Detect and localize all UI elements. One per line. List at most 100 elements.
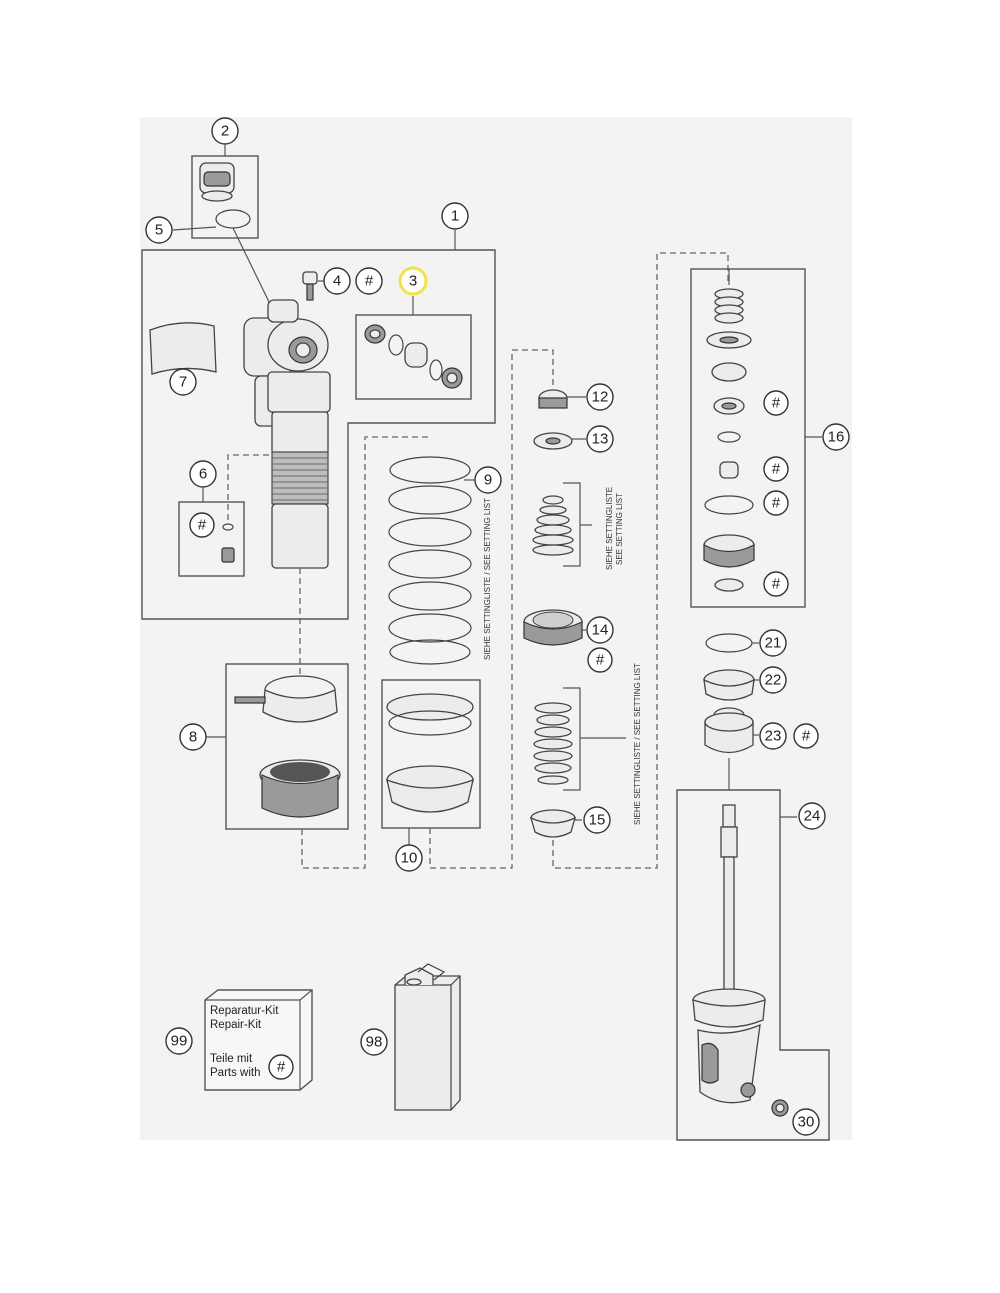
svg-text:#: # bbox=[365, 273, 374, 290]
callout-14[interactable]: 14 bbox=[586, 616, 614, 644]
callout-9[interactable]: 9 bbox=[474, 466, 502, 494]
part-22-bushing bbox=[703, 669, 755, 701]
callout-5[interactable]: 5 bbox=[145, 216, 173, 244]
svg-text:#: # bbox=[198, 517, 207, 534]
repair-kit-box: Reparatur-Kit Repair-Kit Teile mit Parts… bbox=[204, 989, 313, 1091]
callout-13[interactable]: 13 bbox=[586, 425, 614, 453]
svg-text:#: # bbox=[772, 576, 781, 593]
setting-list-label-15: SIEHE SETTINGLISTE / SEE SETTING LIST bbox=[633, 663, 642, 825]
svg-text:15: 15 bbox=[589, 812, 606, 829]
callout-30[interactable]: 30 bbox=[792, 1108, 820, 1136]
callout-2[interactable]: 2 bbox=[211, 117, 239, 145]
callout-23-hash[interactable]: # bbox=[793, 723, 819, 749]
part-14-piston bbox=[523, 609, 583, 646]
dash-10-to-12 bbox=[429, 349, 554, 869]
svg-text:12: 12 bbox=[592, 389, 609, 406]
part-98-oil-can bbox=[394, 963, 461, 1111]
leader-5 bbox=[172, 226, 217, 231]
diagram-background bbox=[140, 117, 852, 1140]
callout-16-hash-b[interactable]: # bbox=[763, 456, 789, 482]
svg-text:#: # bbox=[772, 461, 781, 478]
callout-repair-kit-hash[interactable]: # bbox=[268, 1054, 294, 1080]
svg-text:21: 21 bbox=[765, 635, 782, 652]
callout-16-hash-c[interactable]: # bbox=[763, 490, 789, 516]
assembly-box-6 bbox=[178, 501, 245, 577]
callout-99[interactable]: 99 bbox=[165, 1027, 193, 1055]
callout-8[interactable]: 8 bbox=[179, 723, 207, 751]
callout-4[interactable]: 4 bbox=[323, 267, 351, 295]
callout-4-hash[interactable]: # bbox=[355, 267, 383, 295]
part-4-screw bbox=[302, 271, 318, 301]
svg-text:30: 30 bbox=[798, 1114, 815, 1131]
svg-text:2: 2 bbox=[221, 123, 229, 140]
callout-22[interactable]: 22 bbox=[759, 666, 787, 694]
callout-12[interactable]: 12 bbox=[586, 383, 614, 411]
part-3-seal-kit bbox=[364, 324, 463, 389]
setting-list-label-en: SEE SETTING LIST bbox=[615, 493, 624, 565]
svg-text:13: 13 bbox=[592, 431, 609, 448]
svg-text:22: 22 bbox=[765, 672, 782, 689]
dash-15-to-16 bbox=[552, 252, 729, 869]
callout-10[interactable]: 10 bbox=[395, 844, 423, 872]
part-7-cover bbox=[149, 322, 217, 375]
part-13-hole bbox=[545, 437, 561, 445]
callout-15[interactable]: 15 bbox=[583, 806, 611, 834]
part-30-bolt bbox=[771, 1099, 789, 1117]
callout-6[interactable]: 6 bbox=[189, 460, 217, 488]
callout-1[interactable]: 1 bbox=[441, 202, 469, 230]
svg-text:8: 8 bbox=[189, 729, 197, 746]
repair-kit-label-en: Repair-Kit bbox=[210, 1019, 262, 1031]
part-23-seal-head bbox=[704, 707, 754, 754]
svg-text:1: 1 bbox=[451, 208, 459, 225]
setting-list-label-de: SIEHE SETTINGLISTE bbox=[605, 487, 614, 570]
part-16-components bbox=[703, 288, 755, 592]
svg-text:24: 24 bbox=[804, 808, 821, 825]
svg-text:3: 3 bbox=[409, 273, 417, 290]
callout-98[interactable]: 98 bbox=[360, 1028, 388, 1056]
dash-8-to-spring bbox=[301, 436, 432, 869]
svg-text:14: 14 bbox=[592, 622, 609, 639]
shim-stack-lower bbox=[533, 702, 573, 785]
svg-text:6: 6 bbox=[199, 466, 207, 483]
svg-text:#: # bbox=[596, 652, 605, 669]
setting-list-label-9: SIEHE SETTINGLISTE / SEE SETTING LIST bbox=[483, 498, 492, 660]
svg-text:16: 16 bbox=[828, 429, 845, 446]
part-2-cap bbox=[199, 162, 235, 202]
svg-text:4: 4 bbox=[333, 273, 341, 290]
svg-text:99: 99 bbox=[171, 1033, 188, 1050]
callout-21[interactable]: 21 bbox=[759, 629, 787, 657]
bracket-lower-shims bbox=[563, 687, 626, 791]
assembly-box-24 bbox=[676, 789, 830, 1141]
svg-text:23: 23 bbox=[765, 728, 782, 745]
shock-body bbox=[243, 299, 331, 569]
callout-3-highlighted[interactable]: 3 bbox=[398, 266, 428, 296]
callout-16[interactable]: 16 bbox=[822, 423, 850, 451]
svg-text:#: # bbox=[277, 1059, 286, 1076]
assembly-box-10 bbox=[381, 679, 481, 829]
assembly-box-1 bbox=[141, 249, 496, 620]
callout-24[interactable]: 24 bbox=[798, 802, 826, 830]
parts-with-label-de: Teile mit bbox=[210, 1053, 253, 1065]
part-10-spring-seats bbox=[386, 693, 474, 813]
callout-14-hash[interactable]: # bbox=[587, 647, 613, 673]
leader-2-to-body bbox=[232, 227, 273, 309]
part-12-nut bbox=[538, 389, 568, 409]
svg-text:7: 7 bbox=[179, 374, 187, 391]
callout-23[interactable]: 23 bbox=[759, 722, 787, 750]
parts-with-label-en: Parts with bbox=[210, 1067, 261, 1079]
shim-stack-upper bbox=[532, 495, 574, 556]
assembly-box-8 bbox=[225, 663, 349, 830]
callout-7[interactable]: 7 bbox=[169, 368, 197, 396]
assembly-box-16 bbox=[690, 268, 806, 608]
part-24-piston-rod bbox=[692, 804, 766, 1104]
svg-text:9: 9 bbox=[484, 472, 492, 489]
svg-text:#: # bbox=[772, 495, 781, 512]
callout-16-hash-d[interactable]: # bbox=[763, 571, 789, 597]
part-6-valve bbox=[221, 523, 235, 563]
svg-text:#: # bbox=[772, 395, 781, 412]
svg-text:10: 10 bbox=[401, 850, 418, 867]
callout-6-hash[interactable]: # bbox=[189, 512, 215, 538]
svg-text:98: 98 bbox=[366, 1034, 383, 1051]
part-15-nut bbox=[529, 809, 577, 838]
callout-16-hash-a[interactable]: # bbox=[763, 390, 789, 416]
